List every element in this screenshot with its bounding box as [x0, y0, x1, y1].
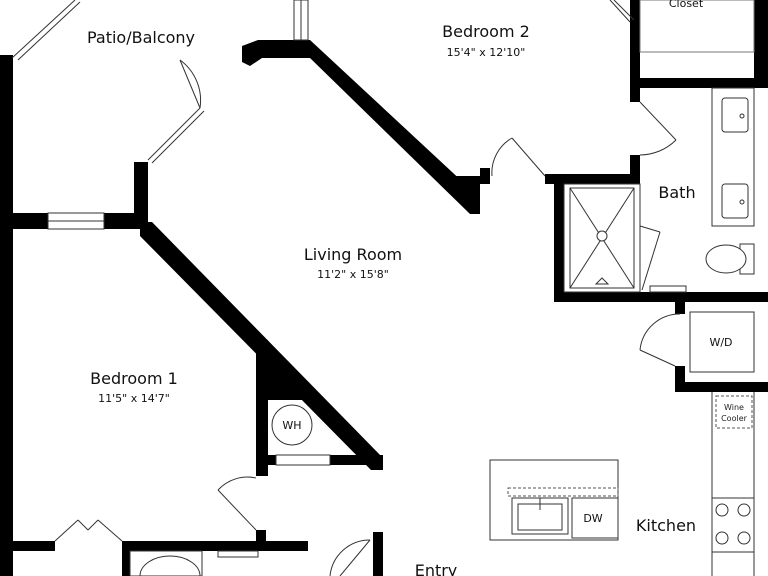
bedroom2-door: [511, 137, 546, 177]
kitchen-label: Kitchen: [636, 516, 696, 535]
bath-door: [639, 101, 677, 141]
wall-wd-bottom: [675, 382, 768, 392]
wall-wh-left: [256, 340, 268, 476]
wall-entry-left: [373, 532, 383, 576]
closet-label: Closet: [669, 0, 704, 10]
wd-label: W/D: [709, 336, 732, 349]
wine-cooler-label-2: Cooler: [721, 414, 748, 423]
wine-cooler-label-1: Wine: [724, 403, 744, 412]
wall-closet-bottom: [630, 78, 768, 88]
bedroom1-door: [217, 489, 257, 531]
living-room-label: Living Room: [304, 245, 402, 264]
wall-corner-wedge: [446, 176, 480, 214]
labels: Patio/Balcony Bedroom 2 15'4" x 12'10" C…: [87, 0, 748, 576]
patio-label: Patio/Balcony: [87, 28, 195, 47]
water-heater: [271, 404, 313, 446]
bedroom2-label: Bedroom 2: [442, 22, 530, 41]
wall-bedroom2-door-stub: [480, 168, 490, 184]
wall-wh-wedge: [256, 340, 320, 400]
kitchen-counter-right: [711, 392, 755, 576]
wall-wd-left-bottom: [675, 366, 685, 390]
wall-living-top: [242, 40, 480, 214]
bath-label: Bath: [658, 183, 695, 202]
wall-wh-bottom-left: [256, 455, 276, 465]
wall-patio-stub: [134, 162, 148, 226]
washer-dryer: [689, 311, 755, 373]
thin-lines: [11, 0, 755, 576]
sink-upper: [721, 97, 749, 133]
wall-patio-bedroom1-left: [13, 213, 48, 229]
wall-bedroom1-bottom-b: [122, 541, 308, 551]
closet-double-door: [54, 519, 123, 542]
patio-door: [147, 107, 201, 161]
wall-bath-lower-left: [122, 541, 130, 576]
wall-bath-bottom: [554, 292, 768, 302]
wall-closet-left: [630, 0, 640, 102]
wall-bedroom2-bottom: [545, 174, 640, 184]
entry-label: Entry: [415, 561, 458, 576]
sink-lower: [721, 183, 749, 219]
wall-wh-bottom-right: [330, 455, 383, 465]
bedroom1-dims: 11'5" x 14'7": [98, 392, 170, 405]
wall-wd-left-top: [675, 302, 685, 314]
wh-label: WH: [282, 419, 301, 432]
bedroom1-label: Bedroom 1: [90, 369, 178, 388]
toilet: [705, 243, 755, 275]
wall-left-upper: [0, 55, 13, 215]
wall-bath-divider: [630, 155, 640, 184]
shower: [563, 183, 687, 293]
wall-bedroom1-bottom-a: [0, 541, 55, 551]
wall-bath-left: [554, 174, 564, 302]
dw-label: DW: [583, 512, 602, 525]
wall-left-lower: [0, 215, 13, 576]
living-room-dims: 11'2" x 15'8": [317, 268, 389, 281]
closet-outline: [639, 0, 755, 53]
dishwasher: [571, 497, 619, 539]
bedroom2-dims: 15'4" x 12'10": [447, 46, 526, 59]
kitchen-island: [489, 459, 619, 541]
wall-right-edge: [754, 0, 768, 83]
wine-cooler: [715, 395, 753, 429]
wall-bedroom1-right-lower: [256, 530, 266, 551]
